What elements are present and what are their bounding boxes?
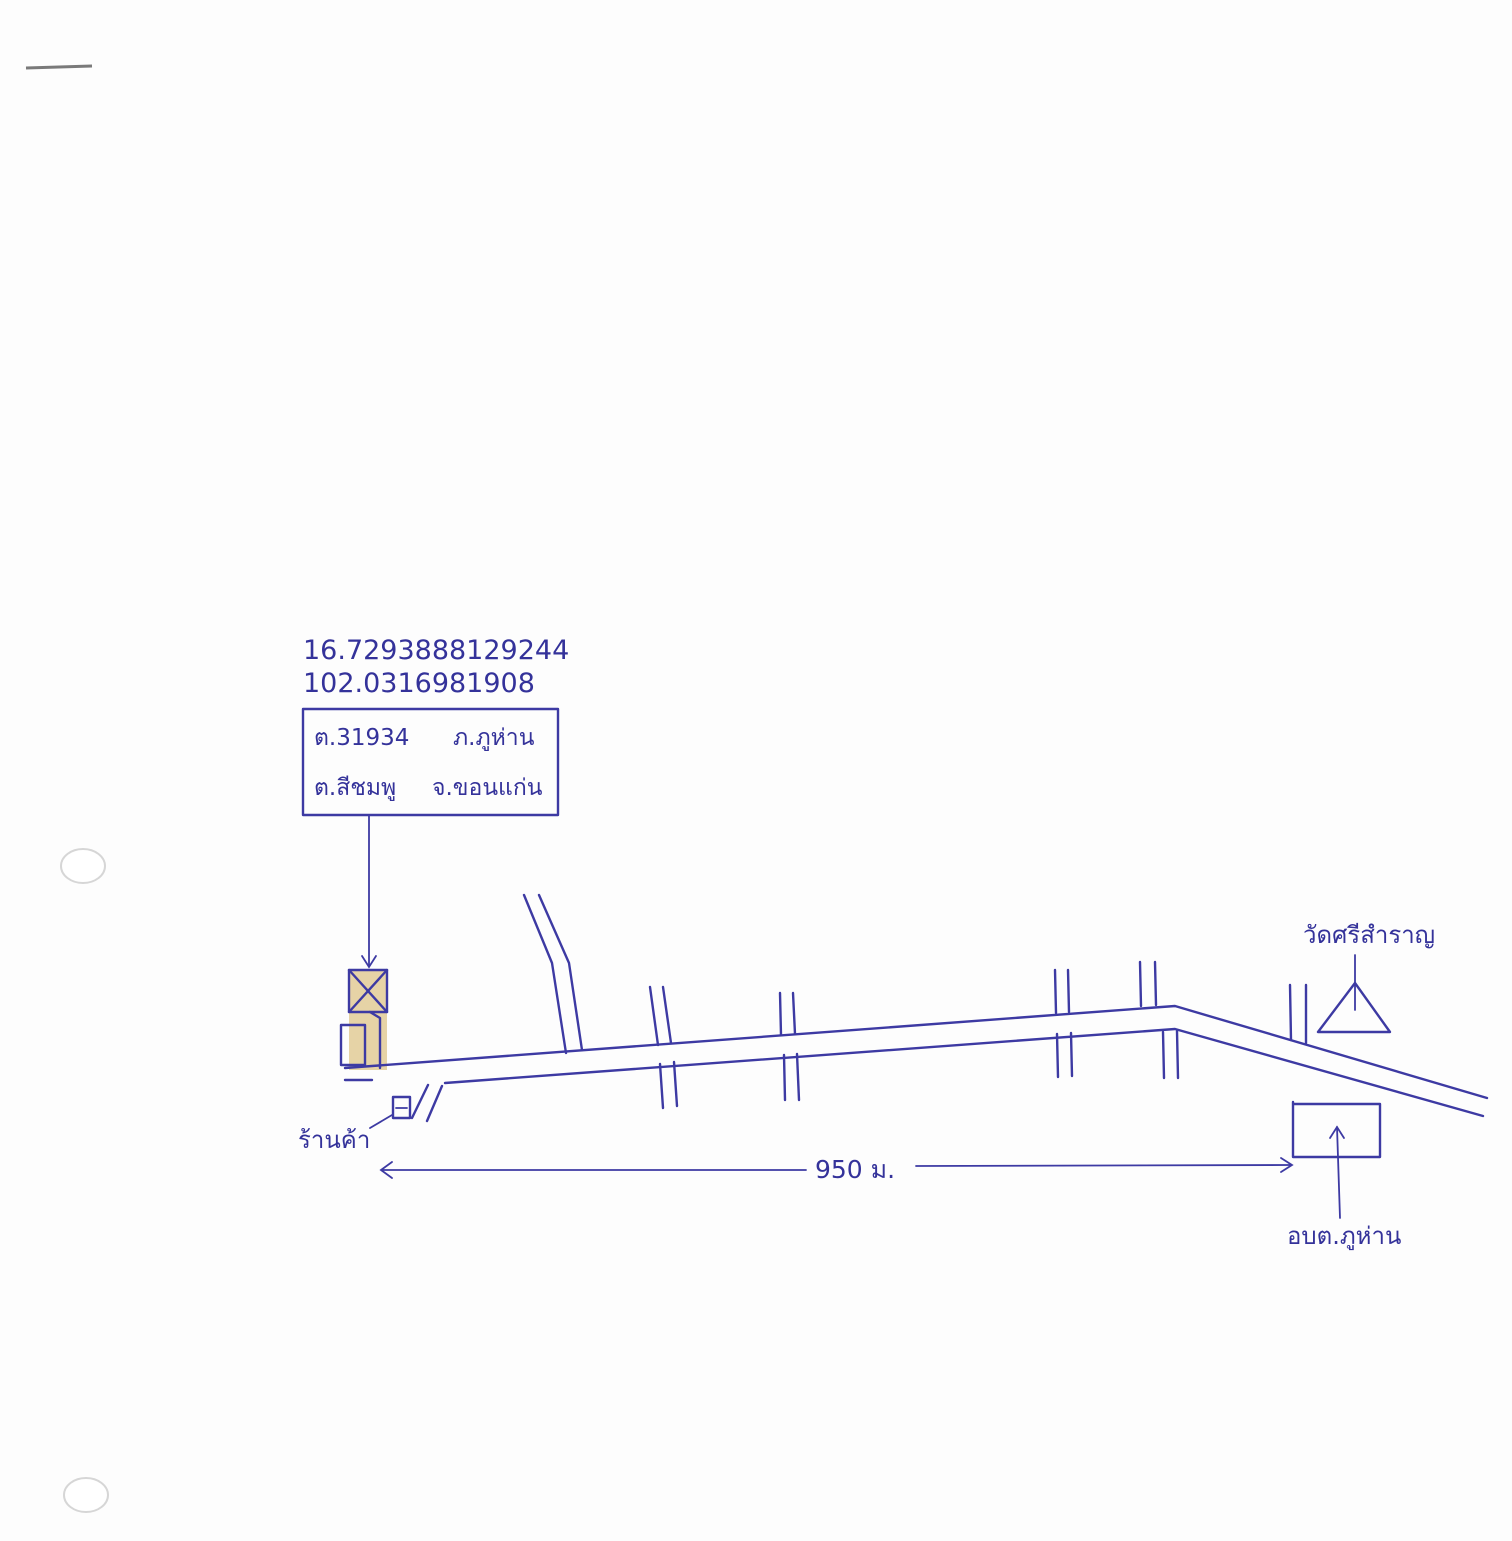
latitude-text: 16.7293888129244 (303, 635, 569, 666)
temple-marker: วัดศรีสำราญ (1303, 921, 1435, 1034)
distance-indicator: 950 ม. (379, 1155, 1294, 1184)
binder-hole-upper (60, 848, 106, 884)
corner-mark (25, 64, 93, 70)
small-box-icon (391, 1095, 412, 1120)
shop-marker: ร้านค้า (298, 1095, 412, 1154)
office-label: อบต.ภูห่าน (1287, 1222, 1401, 1251)
longitude-text: 102.0316981908 (303, 668, 535, 699)
main-road (343, 1004, 1489, 1118)
address-line2-b: จ.ขอนแก่น (432, 775, 543, 801)
curved-road-edge (537, 893, 584, 1052)
site-pointer-arrow (361, 814, 377, 969)
distance-label: 950 ม. (815, 1155, 895, 1184)
crossed-box-icon (339, 968, 389, 1070)
building-box-icon (1291, 1100, 1382, 1159)
address-line1-a: ต.31934 (314, 725, 409, 751)
address-box: ต.31934 ภ.ภูห่าน ต.สีชมพู จ.ขอนแก่น (301, 707, 560, 817)
temple-label: วัดศรีสำราญ (1303, 921, 1435, 949)
triangle-icon (1316, 981, 1392, 1034)
side-roads (410, 893, 1308, 1123)
shop-label: ร้านค้า (298, 1126, 370, 1154)
address-line2-a: ต.สีชมพู (314, 775, 396, 801)
office-marker: อบต.ภูห่าน (1287, 1100, 1401, 1251)
curved-road (522, 893, 568, 1055)
address-line1-b: ภ.ภูห่าน (453, 725, 535, 751)
binder-hole-lower (63, 1477, 109, 1513)
address-box-frame (301, 707, 560, 817)
binder-holes (25, 64, 109, 1513)
